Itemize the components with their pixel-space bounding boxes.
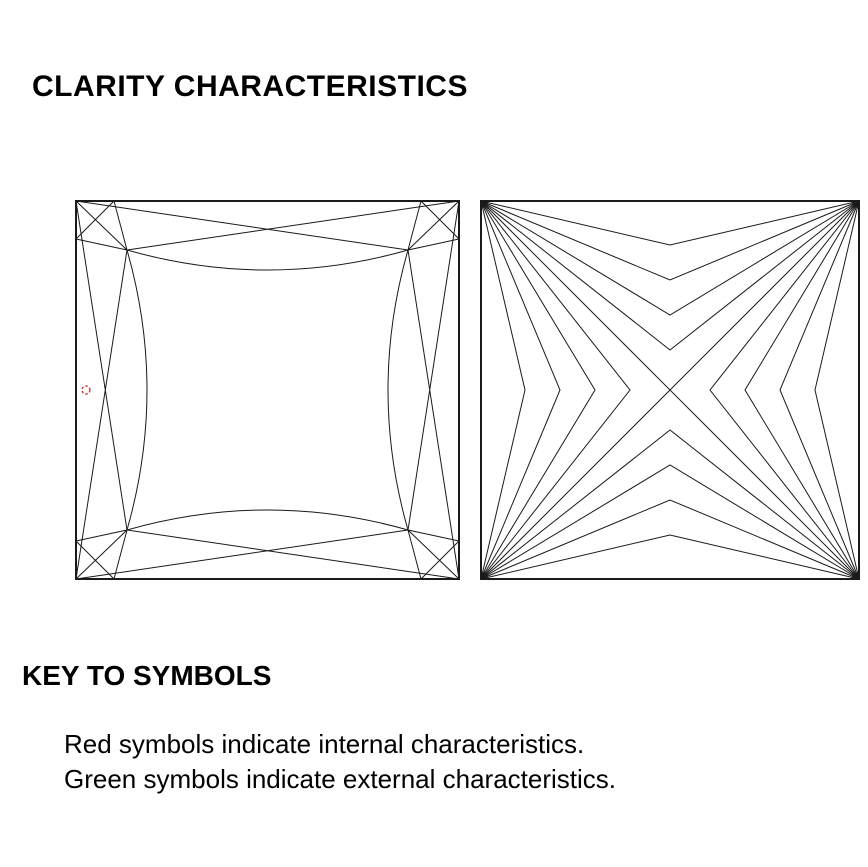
key-line-external: Green symbols indicate external characte… (64, 764, 617, 794)
crown-star-facet-lines (75, 200, 460, 580)
key-to-symbols-heading: KEY TO SYMBOLS (22, 660, 272, 691)
red-dashed-circle-icon (81, 385, 91, 395)
page-title: CLARITY CHARACTERISTICS (32, 70, 468, 103)
crown-corner-facet-lines (75, 200, 460, 580)
crown-girdle-outline (75, 200, 460, 580)
crown-table-facet (126, 249, 409, 531)
clarity-plot-diagrams (75, 200, 860, 580)
key-to-symbols-text: Red symbols indicate internal characteri… (64, 727, 616, 797)
pavilion-chevron-facet-lines (480, 200, 860, 580)
pavilion-main-diagonals (480, 200, 860, 580)
pavilion-view-diagram (480, 200, 860, 580)
crown-view-diagram (75, 200, 460, 580)
key-line-internal: Red symbols indicate internal characteri… (64, 729, 585, 759)
